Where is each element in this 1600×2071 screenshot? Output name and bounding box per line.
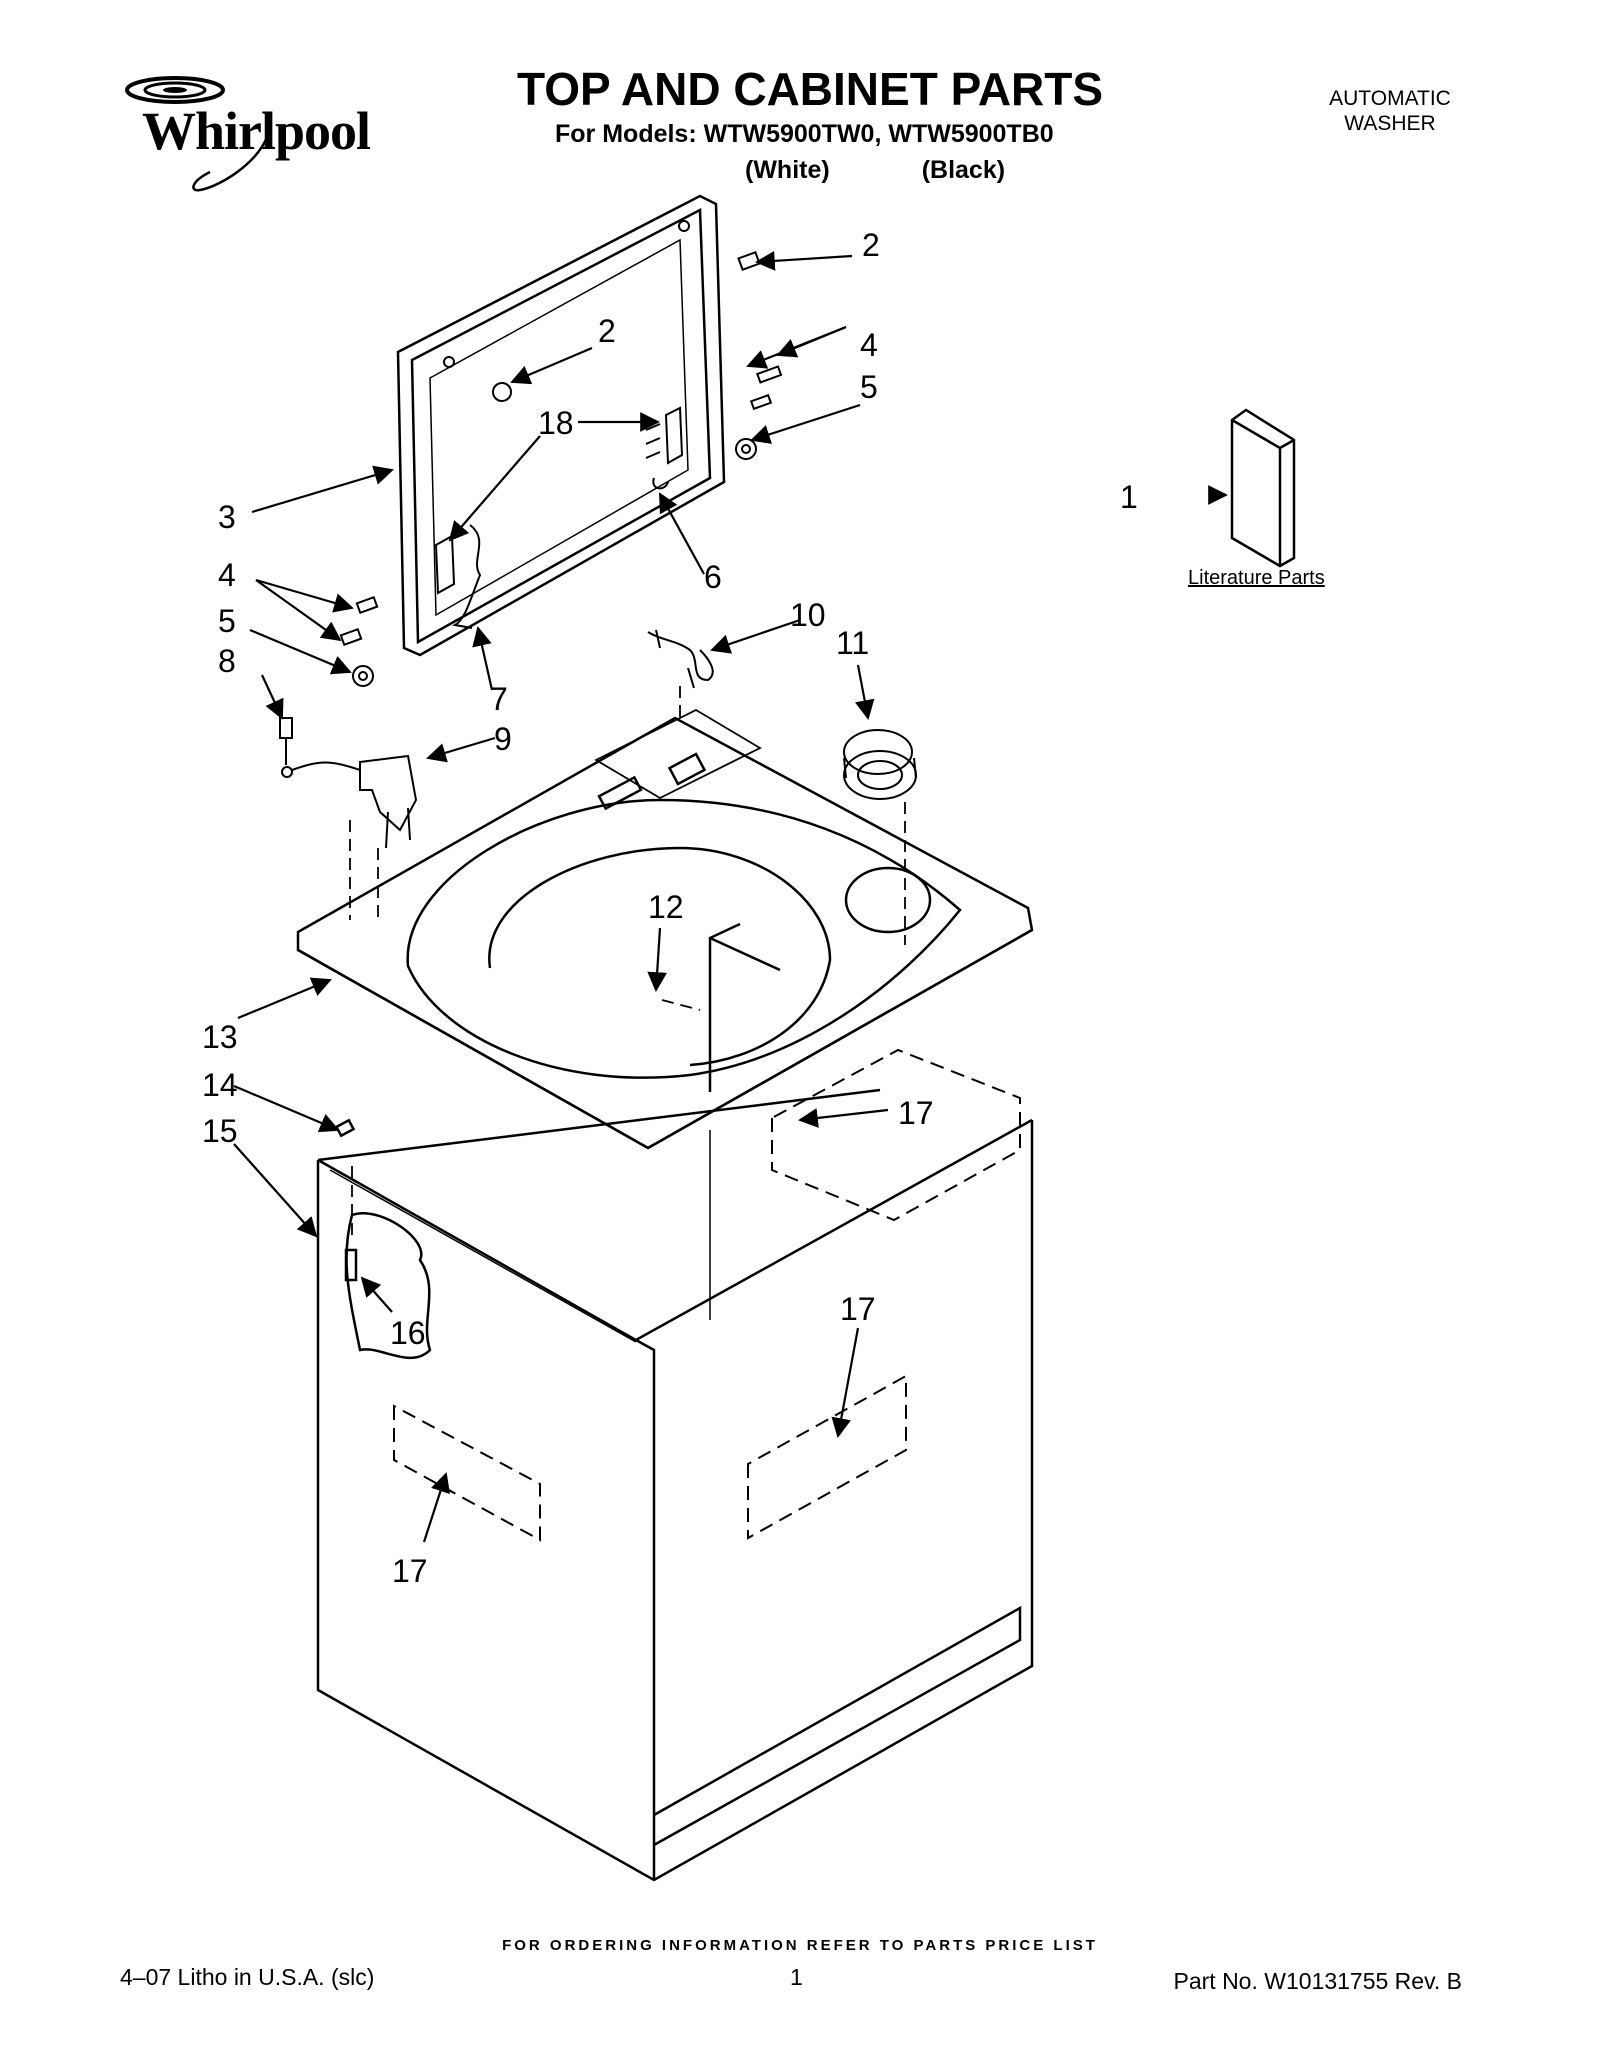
callout-4b: 4 [218, 557, 236, 593]
callout-17b: 17 [840, 1291, 876, 1327]
callout-17a: 17 [898, 1095, 934, 1131]
callout-10: 10 [790, 597, 826, 633]
callout-18: 18 [538, 405, 574, 441]
page-title: TOP AND CABINET PARTS [516, 63, 1104, 115]
whirlpool-logo: Whirlpool [120, 72, 371, 202]
variant-black: (Black) [921, 156, 1006, 184]
logo-swirl-icon [125, 76, 272, 192]
washer-top [296, 708, 1034, 1150]
callout-14: 14 [202, 1067, 238, 1103]
assembly-guides [349, 686, 906, 1240]
callout-numbers: 1 2 2 3 4 4 5 5 6 7 8 9 10 11 12 13 14 1… [202, 227, 1325, 1589]
page-number: 1 [790, 1964, 803, 1990]
variant-white: (White) [745, 156, 830, 184]
callout-2a: 2 [862, 227, 880, 263]
callout-16: 16 [390, 1315, 426, 1351]
product-line-2: WASHER [1344, 112, 1436, 135]
callout-17c: 17 [392, 1553, 428, 1589]
models-line: For Models: WTW5900TW0, WTW5900TB0 [555, 120, 1054, 148]
literature-parts-label: Literature Parts [1188, 567, 1325, 589]
cabinet [316, 1088, 1034, 1882]
callout-7: 7 [490, 681, 508, 717]
callout-13: 13 [202, 1019, 238, 1055]
callout-1: 1 [1120, 479, 1138, 515]
label-zones [393, 1048, 1021, 1542]
callout-15: 15 [202, 1113, 238, 1149]
callout-5b: 5 [218, 603, 236, 639]
litho-info: 4–07 Litho in U.S.A. (slc) [120, 1964, 375, 1990]
product-type: AUTOMATIC WASHER [1300, 86, 1480, 136]
ordering-note: FOR ORDERING INFORMATION REFER TO PARTS … [502, 1937, 1098, 1954]
small-components [279, 629, 917, 849]
literature-parts-book [1230, 408, 1296, 568]
callout-8: 8 [218, 643, 236, 679]
callout-12: 12 [648, 889, 684, 925]
callout-6: 6 [704, 559, 722, 595]
lid-hardware [339, 220, 783, 687]
callout-11: 11 [836, 625, 869, 661]
callout-4a: 4 [860, 327, 878, 363]
leader-arrows [233, 250, 1228, 1543]
callout-9: 9 [494, 721, 512, 757]
lid-frame [396, 194, 726, 657]
model-variants: (White) (Black) [745, 156, 1005, 185]
part-number: Part No. W10131755 Rev. B [1173, 1968, 1463, 1994]
callout-5a: 5 [860, 369, 878, 405]
product-line-1: AUTOMATIC [1329, 87, 1451, 110]
callout-3: 3 [218, 499, 236, 535]
callout-2b: 2 [598, 313, 616, 349]
brand-wordmark: Whirlpool [142, 101, 371, 161]
